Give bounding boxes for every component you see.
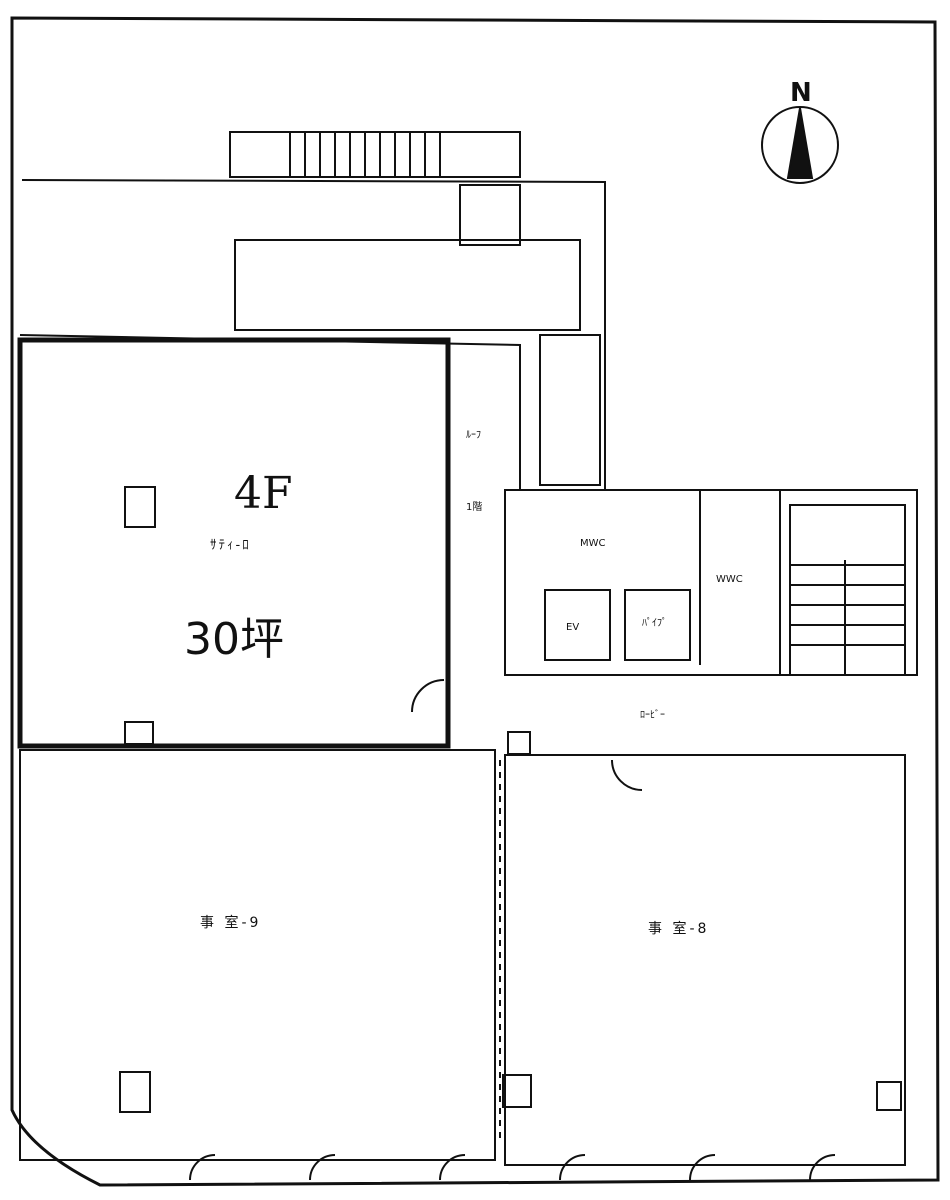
- office-room-left-outline: [19, 749, 496, 1161]
- column: [124, 721, 154, 745]
- roof-label: ﾙｰﾌ: [466, 430, 481, 441]
- shaft-strip: [539, 334, 601, 486]
- wwc-label: WWC: [716, 574, 743, 585]
- corridor-label: ﾛｰﾋﾞｰ: [640, 710, 665, 721]
- door-swing: [439, 1154, 466, 1181]
- room-label-right: 事 室-8: [648, 921, 710, 937]
- service-core: [504, 489, 918, 676]
- mwc-label: MWC: [580, 538, 606, 549]
- upper-corridor: [234, 239, 581, 331]
- north-arrow-icon: [761, 106, 839, 184]
- door-swing: [611, 759, 643, 791]
- door-swing: [559, 1154, 586, 1181]
- site-boundary: [10, 16, 940, 1187]
- pipe-space-label: ﾊﾟｲﾌﾟ: [642, 618, 667, 629]
- column: [876, 1081, 902, 1111]
- elevator-label: EV: [566, 622, 580, 633]
- roof-label-2: 1階: [466, 502, 483, 513]
- door-swing: [809, 1154, 836, 1181]
- room-label-left: 事 室-9: [200, 915, 262, 931]
- door-swing: [309, 1154, 336, 1181]
- core-outline: [19, 179, 606, 491]
- column: [124, 486, 156, 528]
- floor-label: 4F: [234, 468, 293, 519]
- elevator-shaft: [544, 589, 611, 661]
- north-stair: [229, 131, 521, 178]
- column: [119, 1071, 151, 1113]
- north-label: N: [790, 78, 812, 108]
- area-label: 30坪: [184, 614, 284, 665]
- column: [507, 731, 531, 755]
- column: [502, 1074, 532, 1108]
- east-stair: [789, 504, 906, 676]
- pipe-space-box: [624, 589, 691, 661]
- door-swing: [189, 1154, 216, 1181]
- office-room-right-outline: [504, 754, 906, 1166]
- room-label-highlight: ｻﾃｨ-ﾛ: [210, 538, 251, 553]
- door-swing: [689, 1154, 716, 1181]
- door-swing: [411, 679, 445, 713]
- light-well: [459, 184, 521, 246]
